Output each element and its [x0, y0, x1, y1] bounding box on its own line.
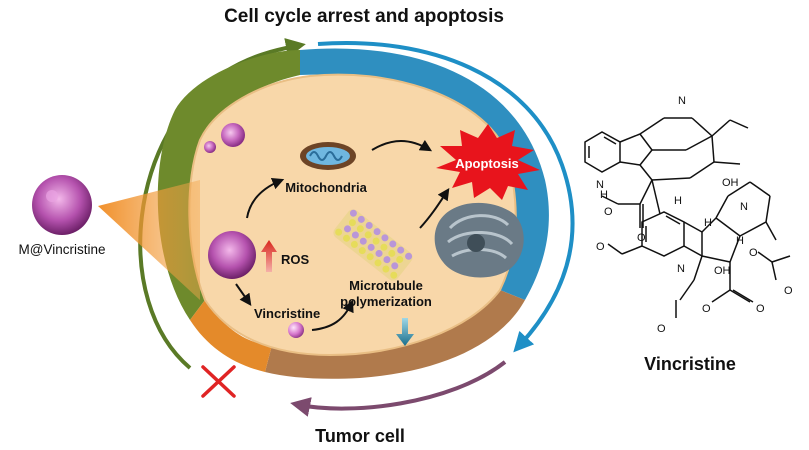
tumor-cell-label: Tumor cell: [315, 426, 405, 446]
golgi-icon: [434, 202, 524, 278]
ros-label: ROS: [281, 252, 310, 267]
arrow-mitochondria-to-apoptosis: [371, 139, 433, 152]
atom-label: N: [677, 263, 685, 275]
atom-label: O: [702, 303, 711, 315]
microtubule-down-arrow-icon: [396, 318, 414, 346]
diagram-title: Cell cycle arrest and apoptosis: [224, 6, 504, 27]
arrow-vincristine-to-microtubule: [311, 299, 354, 331]
phase-segment-orange: [190, 300, 272, 372]
phase-segment-brown: [265, 290, 525, 379]
microtubule-label-line2: polymerization: [340, 294, 432, 309]
vincristine-structure: [584, 117, 791, 318]
atom-label: O: [749, 247, 758, 259]
atom-label: H: [674, 195, 682, 207]
cell-icon: [221, 123, 245, 147]
cycle-arrow-purple: [290, 360, 507, 417]
atom-label: O: [756, 303, 765, 315]
uptake-beam: [98, 180, 200, 300]
m-vincristine-label: M@Vincristine: [19, 242, 106, 257]
atom-label: O: [596, 241, 605, 253]
atom-label: O: [657, 323, 666, 335]
atom-label: H: [704, 217, 712, 229]
microtubule-icon: [333, 209, 413, 281]
mitochondria-label: Mitochondria: [285, 180, 367, 195]
atom-label: O: [784, 285, 793, 297]
vincristine-drug-label: Vincristine: [644, 354, 736, 374]
cell-highlight: [46, 190, 58, 202]
atom-label: OH: [714, 265, 731, 277]
arrow-microtubule-to-apoptosis: [419, 188, 450, 229]
arrow-cell-to-vincristine: [235, 283, 252, 306]
atom-label: H: [600, 189, 608, 201]
vincristine-inside-label: Vincristine: [254, 306, 320, 321]
atom-label: OH: [722, 177, 739, 189]
mitochondria-icon: [300, 142, 356, 170]
microtubule-label-line1: Microtubule: [349, 278, 423, 293]
cycle-arrow-blue: [317, 41, 575, 353]
atom-label: N: [740, 201, 748, 213]
atom-label: N: [678, 95, 686, 107]
cross-icon: [201, 365, 236, 398]
phase-segment-blue: [300, 48, 549, 300]
apoptosis-burst-icon: [436, 124, 540, 200]
ros-up-arrow-icon: [261, 240, 277, 272]
atom-label: O: [604, 206, 613, 218]
m-vincristine-cell-icon: [32, 175, 92, 235]
vincristine-atoms: N H N OH H N H O O O N H O OH O O O O: [596, 95, 793, 335]
internalized-cell-icon: [208, 231, 256, 279]
arrow-cell-to-mitochondria: [246, 177, 285, 219]
apoptosis-label: Apoptosis: [455, 156, 519, 171]
atom-label: N: [596, 179, 604, 191]
atom-label: H: [736, 235, 744, 247]
nanoparticle-icon: [288, 322, 304, 338]
atom-label: O: [637, 232, 646, 244]
cell-icon: [204, 141, 216, 153]
